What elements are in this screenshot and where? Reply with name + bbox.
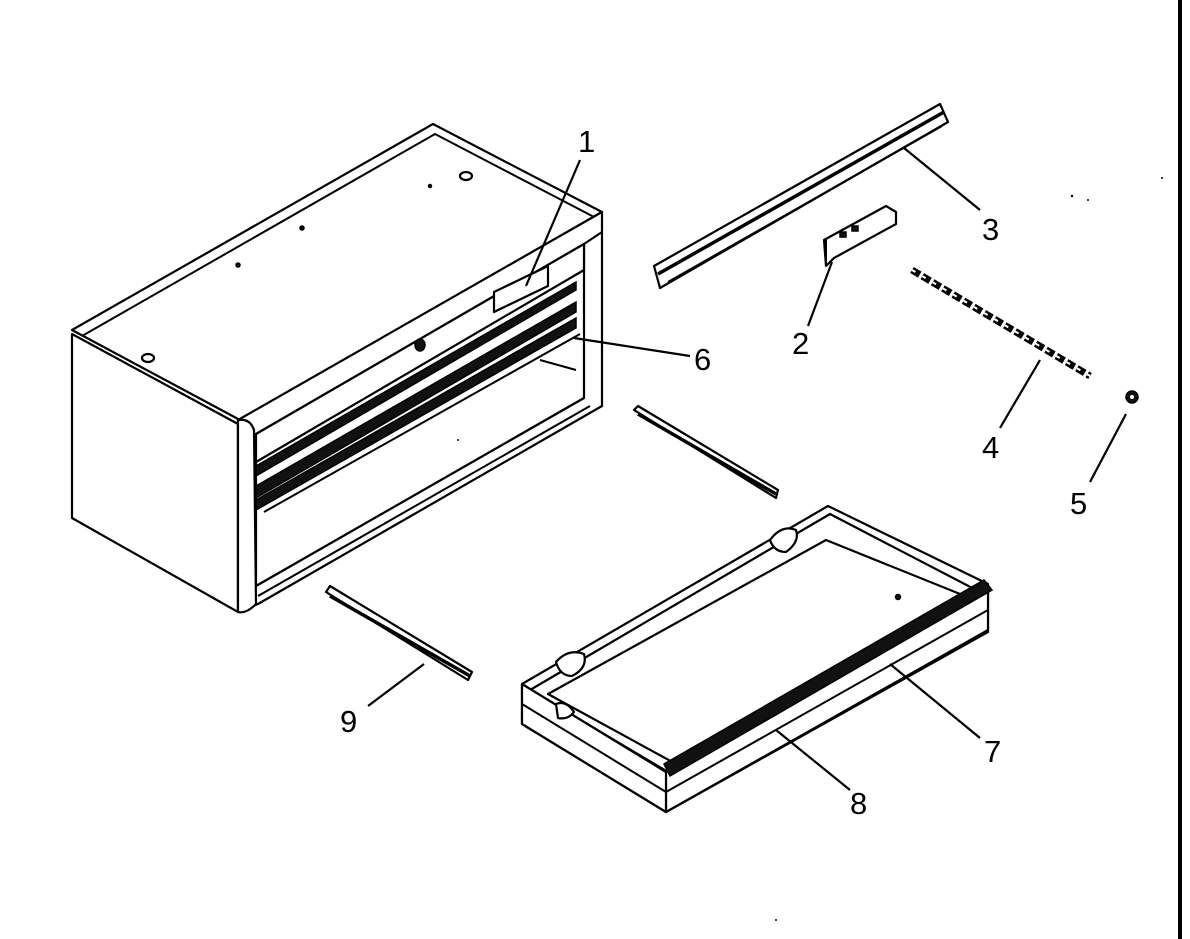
cabinet-left-post — [236, 418, 258, 614]
callout-3: 3 — [982, 212, 999, 247]
part-9-drawer-slide-right — [632, 404, 780, 500]
long-rail-body — [652, 102, 950, 290]
part-4-trim-strip — [910, 266, 1092, 380]
drawer-clip — [554, 651, 586, 678]
drawer-front-line — [665, 609, 989, 793]
callout-9: 9 — [340, 704, 357, 739]
scan-speck — [1087, 199, 1089, 201]
slide-rail — [637, 412, 777, 496]
cabinet-top-dot — [427, 183, 433, 189]
cabinet-opening-floor — [263, 333, 581, 513]
scan-speck — [775, 919, 777, 921]
part-3-long-rail — [652, 102, 950, 290]
callout-1: 1 — [578, 124, 595, 159]
cabinet-right-post — [583, 231, 603, 245]
leader-line-7 — [889, 663, 981, 739]
callout-8: 8 — [850, 786, 867, 821]
bracket-slot — [851, 225, 859, 232]
callout-6: 6 — [694, 342, 711, 377]
callout-7: 7 — [984, 734, 1001, 769]
cabinet-drawer-rail-middle — [255, 300, 577, 500]
trim-strip-body — [910, 266, 1092, 380]
tool-chest-cabinet — [70, 122, 604, 614]
cabinet-top-hole — [140, 352, 156, 364]
leader-line-9 — [367, 663, 425, 707]
callout-4: 4 — [982, 430, 999, 465]
leader-line-4 — [999, 359, 1041, 429]
bracket-body — [822, 204, 898, 268]
cabinet-top-rim — [81, 132, 597, 337]
drawer-handle-strip — [663, 579, 994, 778]
drawer-assembly — [520, 504, 994, 814]
long-rail-inner — [667, 125, 943, 283]
drawer-clip — [768, 527, 798, 554]
cabinet-drawer-rail-upper — [255, 280, 577, 478]
drawer-hole — [894, 593, 902, 601]
cabinet-top-dot — [235, 262, 241, 268]
cabinet-bottom-rail-lower — [257, 405, 591, 597]
part-5-knob — [1125, 390, 1139, 404]
callout-5: 5 — [1070, 486, 1087, 521]
scan-speck — [1070, 194, 1074, 198]
long-rail-edge — [657, 110, 945, 276]
cabinet-opening-side — [539, 359, 577, 371]
leader-line-3 — [903, 147, 981, 211]
cabinet-drawer-rail-lower — [255, 316, 577, 512]
slide-rail — [329, 594, 471, 678]
leader-line-2 — [806, 261, 834, 327]
callout-2: 2 — [792, 326, 809, 361]
bracket-slot — [839, 231, 847, 238]
cabinet-bottom-rail — [255, 397, 585, 587]
cabinet-top-dot — [299, 225, 305, 231]
leader-line-8 — [775, 729, 851, 791]
knob-center — [1130, 395, 1134, 399]
scan-speck — [1161, 177, 1163, 179]
leader-line-5 — [1089, 413, 1127, 483]
scan-speck — [457, 439, 459, 441]
cabinet-keyhole — [414, 338, 426, 352]
cabinet-top-hole — [458, 170, 474, 182]
drawer-clip — [554, 701, 576, 720]
leader-line-1 — [524, 159, 582, 287]
leader-line-6 — [573, 336, 691, 358]
part-9-drawer-slide-left — [324, 584, 474, 682]
part-2-bracket — [822, 204, 898, 268]
drawer-left-side-line — [521, 703, 667, 793]
